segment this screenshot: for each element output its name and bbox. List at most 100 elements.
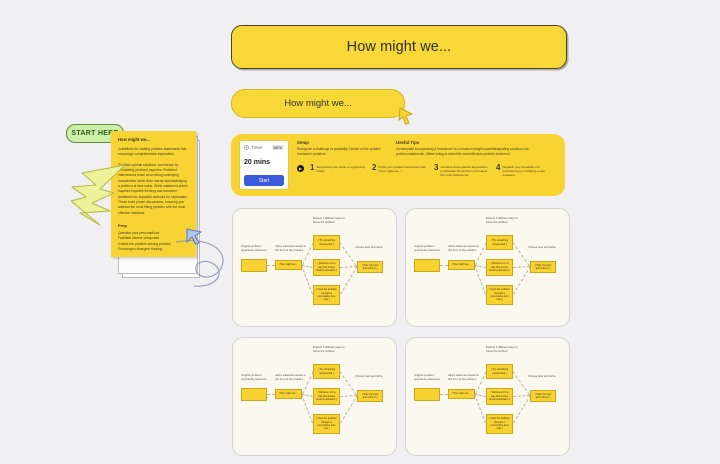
flow-node-start[interactable] [414,259,440,272]
tips-description: Contemplate incorporating a 'brainstorm'… [396,147,529,156]
setup-columns: Setup Recognize a challenge or possibili… [297,140,557,157]
flow-connector [267,394,275,395]
flow-node-branch[interactable]: ( Try something unexpected ) [313,364,340,379]
flow-node-branch[interactable]: ( View the problem through a provocative… [486,285,513,305]
flow-card[interactable]: Original problem/ opportunity statement A… [405,337,570,456]
timer-label: Timer [251,145,263,150]
flow-node-hmw[interactable]: How might we... [275,260,302,270]
step-item: 1 Summarize your issue or opportunity br… [310,162,366,174]
flow-connector [513,266,531,295]
flow-node-branch[interactable]: ( Reframe it in a way that invites broad… [486,259,513,276]
flow-node-start[interactable] [241,259,267,272]
timer-widget[interactable]: Timer BETA 20 mins Start [239,140,289,190]
caption-original: Original problem/ opportunity statement [241,245,267,253]
caption-rewrite: Add a statement starter to this form of … [448,245,479,253]
flow-diagram: Original problem/ opportunity statement A… [406,209,569,326]
step-text: Prefix your problem description with "Ho… [378,164,426,173]
banner-small-label: How might we... [284,98,352,109]
flow-node-branch[interactable]: ( Reframe it in a way that invites broad… [486,388,513,405]
caption-explore: Explore 3 different ways to frame the pr… [313,346,345,354]
note-prep-item: Encourages divergent thinking [118,246,163,251]
flow-node-end[interactable]: ( Take the best and refine it ) [530,390,556,402]
flow-connector [267,265,275,266]
caption-rewrite: Add a statement starter to this form of … [275,374,306,382]
caption-rewrite: Add a statement starter to this form of … [448,374,479,382]
caption-converge: Choose best and refine [355,246,383,249]
cursor-arrow-icon [186,228,202,245]
flow-node-start[interactable] [241,388,267,401]
beta-badge: BETA [271,145,284,150]
flow-diagram: Original problem/ opportunity statement A… [406,338,569,455]
flow-node-branch[interactable]: ( View the problem through a provocative… [313,414,340,434]
flow-node-end[interactable]: ( Take the best and refine it ) [357,261,383,273]
flow-node-branch[interactable]: ( Reframe it in a way that invites broad… [313,388,340,405]
tips-column: Useful Tips Contemplate incorporating a … [396,140,531,157]
tips-heading: Useful Tips [396,140,420,145]
flow-card[interactable]: Original problem/ opportunity statement A… [232,337,397,456]
flow-connector [513,395,531,424]
caption-explore: Explore 3 different ways to frame the pr… [486,217,518,225]
flow-node-hmw[interactable]: How might we... [448,260,475,270]
caption-converge: Choose best and refine [528,246,556,249]
flow-node-hmw[interactable]: How might we... [448,389,475,399]
setup-panel: Timer BETA 20 mins Start Setup Recognize… [231,134,565,196]
note-prep-heading: Prep [118,222,127,228]
caption-explore: Explore 3 different ways to frame the pr… [486,346,518,354]
flow-diagram: Original problem/ opportunity statement A… [233,338,396,455]
note-prep-item: Facilitate diverse viewpoints [118,236,160,241]
start-here-label: START HERE [71,130,119,137]
flow-node-branch[interactable]: ( Try something unexpected ) [486,364,513,379]
note-paragraph-1: Guidelines for crafting problem statemen… [118,147,187,157]
flow-connector [301,394,313,424]
step-text: Combine those distinct approaches to art… [440,164,488,178]
flow-connector [301,394,313,397]
banner-how-might-we-large[interactable]: How might we... [231,25,567,69]
flow-node-hmw[interactable]: How might we... [275,389,302,399]
step-item: 3 Combine those distinct approaches to a… [434,162,490,178]
caption-rewrite: Add a statement starter to this form of … [275,245,306,253]
flow-node-branch[interactable]: ( Try something unexpected ) [313,235,340,250]
flow-connector [301,265,313,295]
step-item: 4 Dispatch your foundation for brainstor… [496,162,552,178]
steps-bullet-icon: ▶ [297,164,304,172]
flow-connector [474,394,486,424]
banner-large-label: How might we... [346,39,452,55]
caption-original: Original problem/ opportunity statement [414,374,440,382]
flow-connector [440,394,448,395]
note-prep-item: Question your presumptions [118,230,160,235]
flow-node-end[interactable]: ( Take the best and refine it ) [357,390,383,402]
steps-row: ▶ 1 Summarize your issue or opportunity … [297,162,557,178]
step-number: 2 [372,162,377,172]
flow-node-branch[interactable]: ( Reframe it in a way that invites broad… [313,259,340,276]
sticky-note-how-might-we[interactable]: How might we... Guidelines for crafting … [111,131,196,257]
step-number: 3 [434,162,439,172]
note-paragraph-2: To attain optimal solutions, commence by… [118,162,189,215]
flow-node-branch[interactable]: ( View the problem through a provocative… [486,414,513,434]
flow-connector [340,266,358,295]
flow-card[interactable]: Original problem/ opportunity statement A… [232,208,397,327]
banner-how-might-we-small[interactable]: How might we... [231,89,405,118]
caption-explore: Explore 3 different ways to frame the pr… [313,217,345,225]
caption-original: Original problem/ opportunity statement [414,245,440,253]
caption-converge: Choose best and refine [528,375,556,378]
flow-node-end[interactable]: ( Take the best and refine it ) [530,261,556,273]
cursor-arrow-icon [398,107,414,125]
step-text: Summarize your issue or opportunity brie… [316,164,366,173]
step-item: 2 Prefix your problem description with "… [372,162,428,174]
flow-node-start[interactable] [414,388,440,401]
flow-diagram: Original problem/ opportunity statement A… [233,209,396,326]
step-number: 4 [496,162,501,172]
flow-node-branch[interactable]: ( Try something unexpected ) [486,235,513,250]
caption-original: Original problem/ opportunity statement [241,374,267,382]
setup-column: Setup Recognize a challenge or possibili… [297,140,382,157]
flow-card[interactable]: Original problem/ opportunity statement A… [405,208,570,327]
start-timer-button[interactable]: Start [244,175,284,186]
step-number: 1 [310,162,315,172]
flow-connector [474,265,486,295]
flow-connector [301,265,313,268]
step-text: Dispatch your foundation for brainstormi… [502,164,545,178]
flow-node-branch[interactable]: ( View the problem through a provocative… [313,285,340,305]
setup-heading: Setup [297,140,309,145]
